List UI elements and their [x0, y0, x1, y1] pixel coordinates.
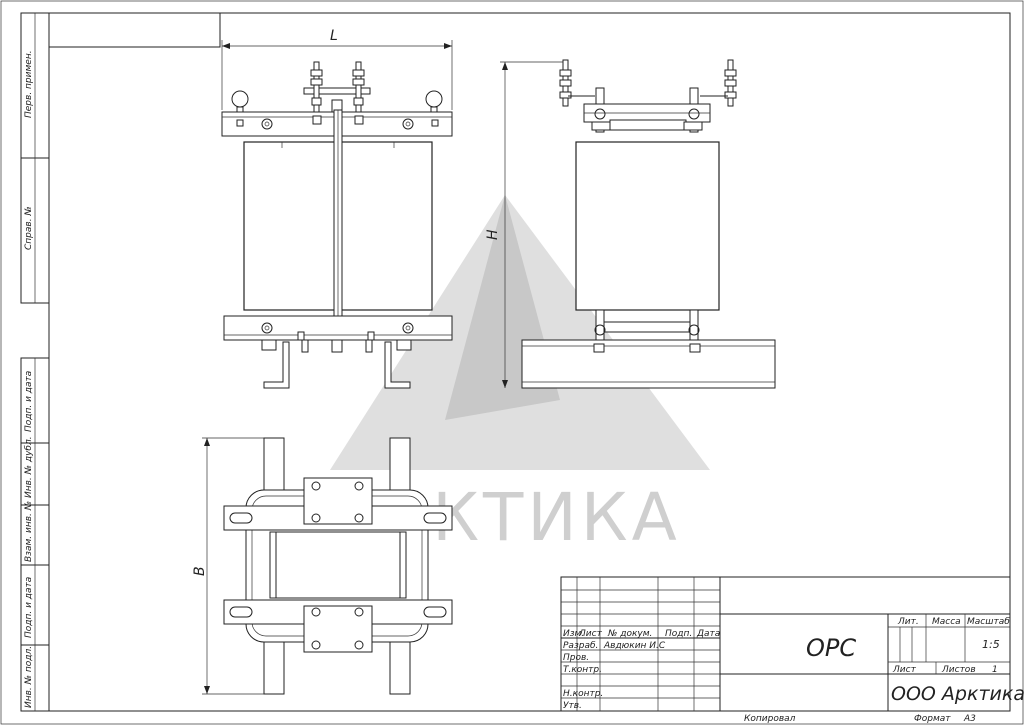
tb-header-podp: Подп. [665, 629, 692, 639]
tb-mass-label: Масса [932, 617, 961, 627]
side-view: H [485, 59, 776, 389]
top-view: B [192, 437, 453, 695]
tb-role-tkontr: Т.контр. [563, 665, 602, 675]
tb-sheets-label: Листов [941, 665, 976, 675]
side-label-sprav: Справ. № [24, 206, 34, 250]
side-label-podp2: Подп. и дата [24, 577, 34, 638]
tb-scale-value: 1:5 [982, 638, 1000, 651]
tb-header-doc: № докум. [607, 629, 652, 639]
side-label-dubl: Инв. № дубл. [24, 436, 34, 498]
tb-role-razrab: Разраб. [563, 641, 598, 651]
front-view: L [221, 28, 453, 389]
tb-format-value: А3 [963, 714, 976, 724]
tb-role-utv: Утв. [563, 701, 582, 711]
tb-company: ООО Арктика [891, 683, 1024, 705]
side-label-podp1: Подп. и дата [24, 371, 34, 432]
tb-designation: ОРС [806, 634, 856, 662]
tb-sheets-value: 1 [992, 665, 998, 675]
tb-header-izm: Изм. [563, 629, 584, 639]
tb-header-date: Дата [696, 629, 720, 639]
tb-role-prov: Пров. [563, 653, 589, 663]
top-left-box [48, 12, 221, 48]
dim-length-label: L [330, 28, 338, 44]
side-label-vzam: Взам. инв. № [24, 501, 34, 562]
tb-developer: Авдюкин И.С [603, 641, 666, 651]
tb-copied-label: Копировал [744, 714, 796, 724]
title-block [560, 576, 1011, 712]
tb-header-list: Лист [578, 629, 603, 639]
tb-sheet-label: Лист [892, 665, 917, 675]
tb-format-label: Формат [914, 714, 951, 724]
tb-role-nkontr: Н.контр. [563, 689, 603, 699]
tb-scale-label: Масштаб [967, 617, 1010, 627]
dim-width-label: B [192, 566, 208, 576]
dim-height-label: H [485, 229, 501, 240]
tb-lit-label: Лит. [897, 617, 919, 627]
side-label-inv: Инв. № подл. [24, 646, 34, 708]
side-label-perv: Перв. примен. [24, 50, 34, 118]
side-strip [20, 12, 50, 712]
